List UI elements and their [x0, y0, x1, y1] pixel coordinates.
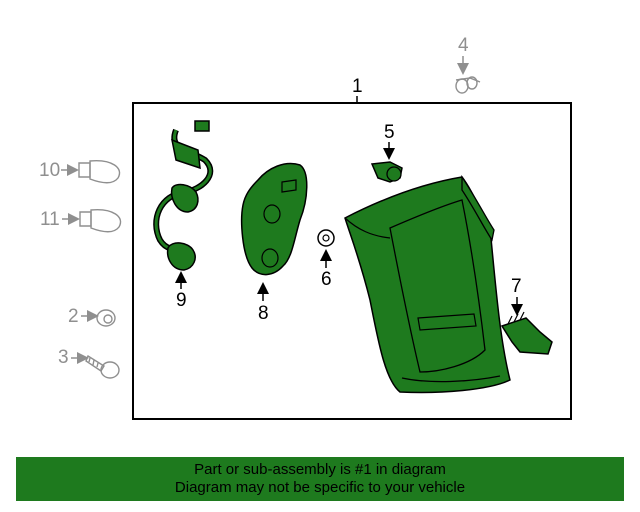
connector-tab [194, 120, 210, 132]
lamp-bottom-rib [401, 375, 501, 383]
part-5-clip[interactable] [370, 161, 403, 183]
lamp-housing [344, 176, 511, 394]
part-10[interactable]: 10 [39, 160, 121, 184]
washer-inner [322, 234, 330, 242]
callout-10[interactable]: 10 [39, 160, 60, 181]
clip-icon [455, 76, 481, 94]
nut-icon [96, 309, 116, 327]
socket-upper [170, 183, 199, 213]
gasket-hole-top [281, 179, 297, 193]
part-6-washer[interactable] [317, 229, 335, 247]
callout-4[interactable]: 4 [458, 35, 469, 56]
lamp-lens-edge [461, 174, 495, 242]
part-9-wire-harness[interactable] [153, 120, 214, 271]
lamp-left-edge [344, 217, 391, 239]
callout-3[interactable]: 3 [58, 347, 69, 368]
part-11[interactable]: 11 [40, 209, 122, 233]
part-4[interactable]: 4 [455, 35, 481, 94]
bulb-icon [78, 160, 121, 184]
part-3[interactable]: 3 [58, 347, 120, 379]
lamp-divider [417, 313, 477, 331]
gasket-hole-low [261, 248, 279, 268]
clip-head [386, 166, 402, 182]
washer-outer [317, 229, 335, 247]
assembly-box [132, 102, 572, 420]
callout-9[interactable]: 9 [176, 290, 187, 311]
lamp-inner-frame [389, 199, 486, 373]
callout-5[interactable]: 5 [384, 122, 395, 143]
footer-banner: Part or sub-assembly is #1 in diagram Di… [16, 457, 624, 501]
callout-6[interactable]: 6 [321, 269, 332, 290]
part-7-connector[interactable] [500, 311, 553, 355]
callout-7[interactable]: 7 [511, 276, 522, 297]
socket-lower [166, 242, 196, 271]
callout-8[interactable]: 8 [258, 303, 269, 324]
gasket-hole-mid [263, 204, 281, 224]
bulb-icon [79, 209, 122, 233]
footer-line-1: Part or sub-assembly is #1 in diagram [194, 461, 446, 478]
parts-diagram: 1 4 10 11 2 [39, 35, 572, 420]
callout-2[interactable]: 2 [68, 306, 79, 327]
callout-11[interactable]: 11 [40, 209, 60, 230]
part-8-gasket[interactable] [241, 162, 308, 276]
connector [170, 138, 201, 170]
footer-line-2: Diagram may not be specific to your vehi… [174, 479, 466, 496]
part-1-tail-lamp[interactable] [344, 174, 511, 394]
gasket-body [241, 162, 308, 276]
callout-1[interactable]: 1 [352, 76, 363, 97]
part-2[interactable]: 2 [68, 306, 116, 327]
connector-body [500, 317, 553, 355]
screw-icon [85, 354, 120, 379]
